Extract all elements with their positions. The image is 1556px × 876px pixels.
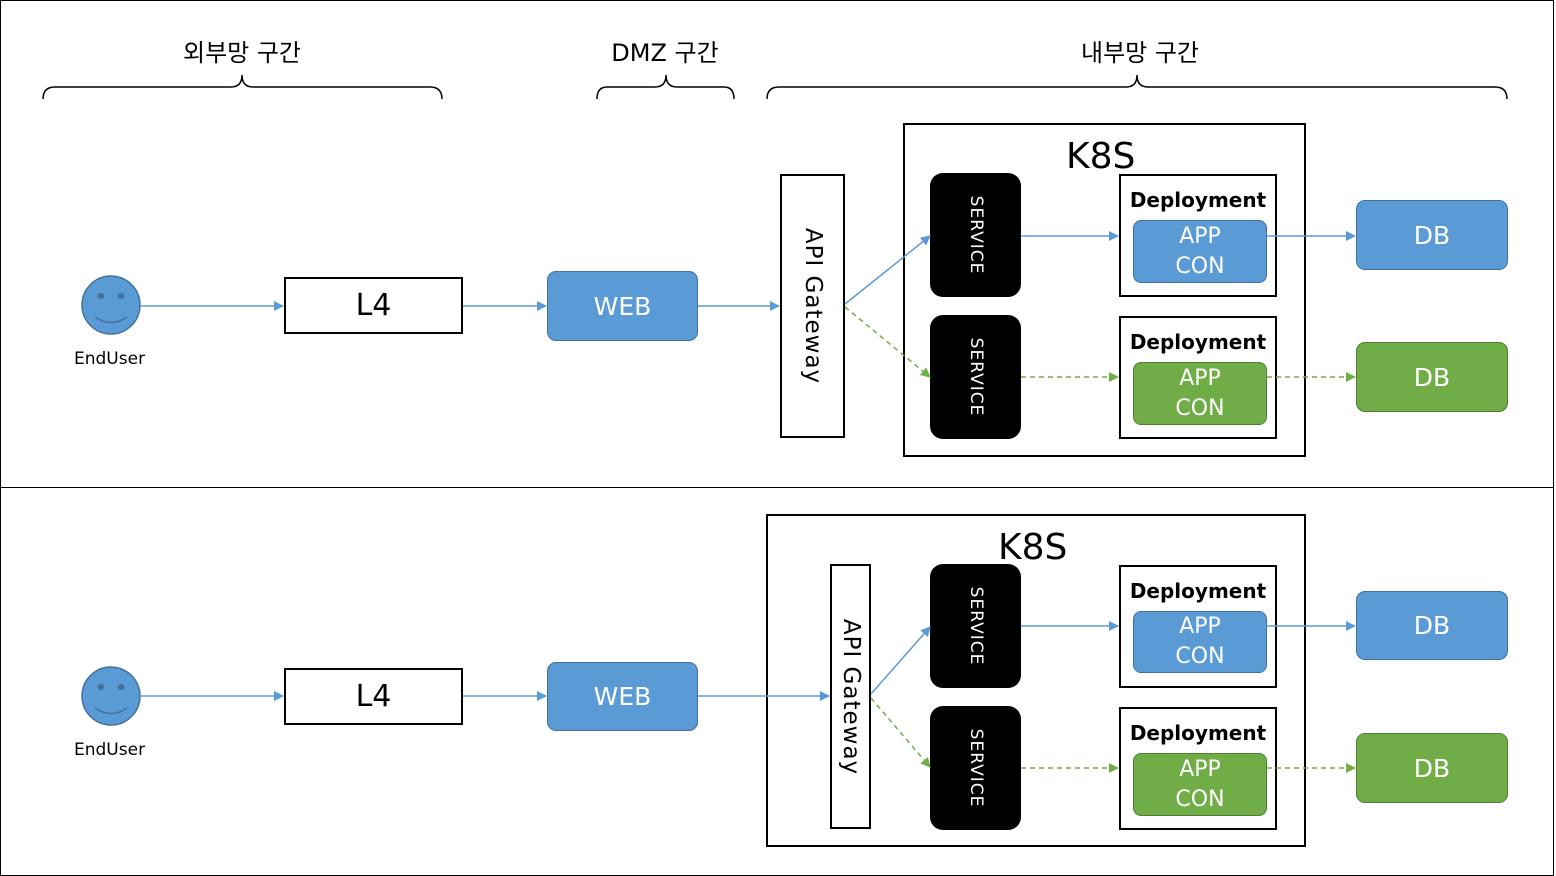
web-node-bottom: WEB: [547, 662, 698, 731]
enduser-label-bottom: EndUser: [74, 740, 146, 760]
brace-external: [42, 74, 443, 100]
l4-node-bottom: L4: [284, 668, 463, 725]
enduser-label-top: EndUser: [74, 349, 146, 369]
deployment-title: Deployment: [1129, 330, 1267, 354]
app-label-line1: APP: [1179, 223, 1221, 249]
app-container-bottom-2: APP CON: [1133, 753, 1267, 816]
app-label-line1: APP: [1179, 614, 1221, 639]
brace-dmz: [596, 74, 735, 100]
service-node-bottom-2: SERVICE: [930, 706, 1021, 830]
service-node-bottom-1: SERVICE: [930, 564, 1021, 688]
app-label-line2: CON: [1175, 644, 1225, 669]
k8s-title-bottom: K8S: [998, 527, 1068, 568]
api-gateway-top: API Gateway: [780, 174, 845, 438]
l4-node-top: L4: [284, 277, 463, 334]
k8s-title-top: K8S: [1066, 136, 1136, 177]
web-node-top: WEB: [547, 271, 698, 341]
app-container-top-1: APP CON: [1133, 220, 1267, 283]
app-container-top-2: APP CON: [1133, 362, 1267, 425]
db-node-top-1: DB: [1356, 200, 1508, 270]
app-label-line1: APP: [1179, 365, 1221, 391]
zone-label-dmz: DMZ 구간: [611, 39, 719, 67]
db-node-bottom-1: DB: [1356, 591, 1508, 660]
enduser-face-icon: [81, 666, 141, 726]
deployment-title: Deployment: [1129, 579, 1267, 603]
app-label-line1: APP: [1179, 756, 1221, 782]
api-gateway-bottom: API Gateway: [830, 564, 871, 829]
db-node-bottom-2: DB: [1356, 733, 1508, 803]
zone-label-external: 외부망 구간: [182, 39, 302, 67]
deployment-title: Deployment: [1129, 721, 1267, 745]
app-label-line2: CON: [1175, 786, 1225, 812]
app-label-line2: CON: [1175, 395, 1225, 421]
app-label-line2: CON: [1175, 253, 1225, 279]
app-container-bottom-1: APP CON: [1133, 611, 1267, 673]
service-node-top-2: SERVICE: [930, 315, 1021, 439]
service-node-top-1: SERVICE: [930, 173, 1021, 297]
enduser-face-icon: [81, 275, 141, 335]
zone-label-internal: 내부망 구간: [1080, 39, 1200, 67]
deployment-title: Deployment: [1129, 188, 1267, 212]
brace-internal: [766, 74, 1508, 100]
db-node-top-2: DB: [1356, 342, 1508, 412]
